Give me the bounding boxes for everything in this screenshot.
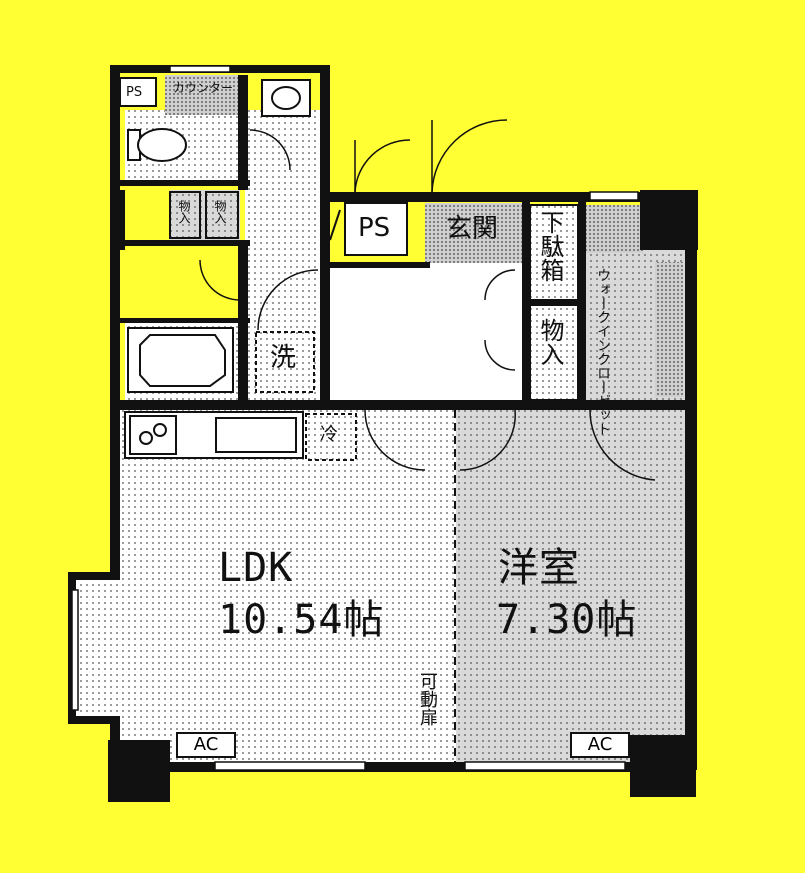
ldk-area: 10.54帖 (218, 597, 385, 643)
western-name: 洋室 (498, 545, 580, 591)
storage-small-label: 物入 (536, 318, 564, 366)
ldk-floor (118, 460, 456, 765)
washer-label: 洗 (270, 343, 297, 373)
fridge-box (305, 413, 357, 461)
fixtures-drawing (119, 77, 579, 461)
windows (71, 65, 639, 771)
fridge-label: 冷 (320, 424, 338, 445)
shoe-box-label: 下駄箱 (536, 210, 564, 282)
ac-right: AC (570, 732, 630, 758)
entrance-floor (425, 203, 525, 263)
ac-left: AC (176, 732, 236, 758)
ps-small-label: PS (126, 85, 143, 100)
sliding-door-label: 可動扉 (417, 672, 438, 726)
entrance-label: 玄関 (446, 214, 499, 244)
ldk-bay (72, 578, 120, 718)
door-swings (199, 119, 656, 481)
toilet-bowl (137, 128, 187, 162)
closet-1-label: 物入 (177, 200, 191, 224)
stove (129, 415, 177, 455)
counter-area (165, 75, 240, 115)
closet-2-label: 物入 (213, 200, 227, 224)
ldk-name: LDK (218, 545, 294, 591)
western-floor (456, 410, 686, 765)
hallway-floor (330, 262, 530, 402)
counter-label: カウンター (172, 81, 233, 95)
washroom-floor (245, 110, 320, 400)
walls (68, 65, 698, 802)
wic-label: ウォークインクローゼット (595, 268, 611, 436)
wic-shelf-top (585, 205, 643, 253)
ps-main-label: PS (358, 213, 391, 243)
sink (215, 417, 297, 453)
wic-shelf-right (655, 262, 683, 397)
western-area: 7.30帖 (496, 597, 638, 643)
washer-box (255, 331, 315, 393)
